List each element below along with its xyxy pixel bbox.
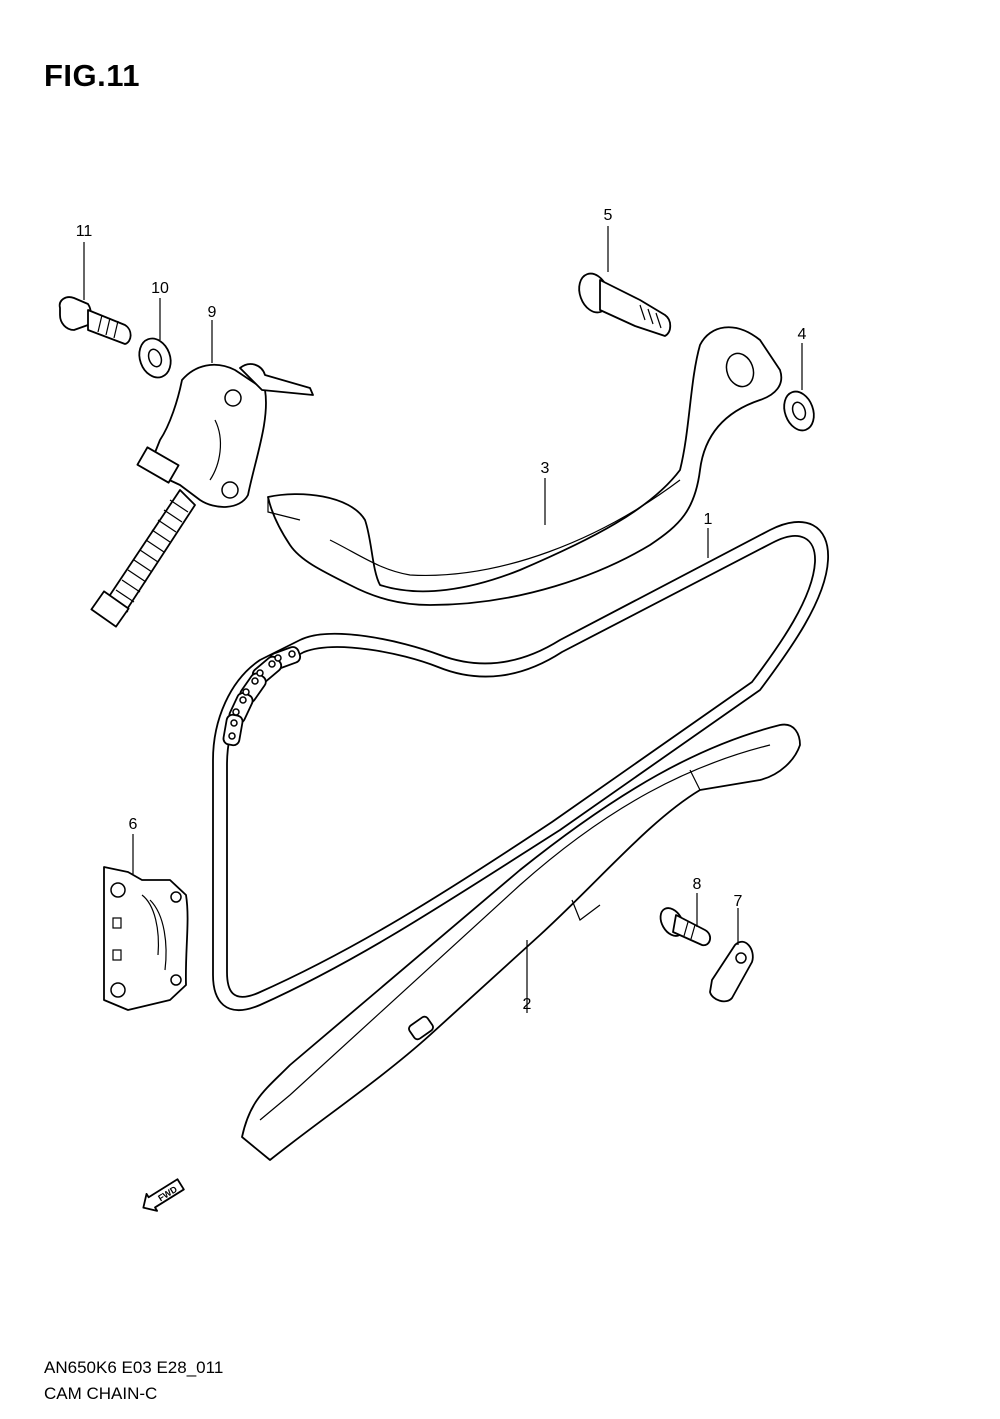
callout-10: 10 — [151, 280, 169, 297]
cam-chain — [212, 521, 829, 1011]
callout-8: 8 — [693, 876, 702, 893]
callout-3: 3 — [541, 460, 550, 477]
callout-5: 5 — [604, 207, 613, 224]
washer-part-4 — [783, 390, 815, 432]
callout-9: 9 — [208, 304, 217, 321]
guide-bracket-part-6 — [103, 866, 189, 1011]
tensioner-spring — [90, 489, 196, 628]
tensioner-adjuster-part-9 — [90, 363, 314, 628]
figure-name: CAM CHAIN-C — [44, 1384, 158, 1403]
tensioner-arm-upper — [267, 326, 783, 606]
callout-4: 4 — [798, 326, 807, 343]
leader-lines — [83, 226, 803, 1013]
callout-7: 7 — [734, 893, 743, 910]
callout-11: 11 — [76, 223, 93, 240]
figure-code: AN650K6 E03 E28_011 — [44, 1358, 224, 1377]
fwd-arrow-icon: FWD — [142, 1178, 185, 1212]
shoulder-bolt-part-5 — [578, 272, 672, 337]
screw-part-8 — [659, 907, 712, 947]
washer-part-10 — [138, 337, 172, 379]
callout-2: 2 — [523, 996, 532, 1013]
figure-title: FIG.11 — [44, 58, 141, 93]
chain-links — [222, 646, 302, 747]
callout-1: 1 — [704, 511, 713, 528]
bolt-part-11 — [58, 296, 132, 345]
callout-6: 6 — [129, 816, 138, 833]
chain-guide-lower — [241, 723, 801, 1161]
plate-part-7 — [709, 940, 754, 1003]
